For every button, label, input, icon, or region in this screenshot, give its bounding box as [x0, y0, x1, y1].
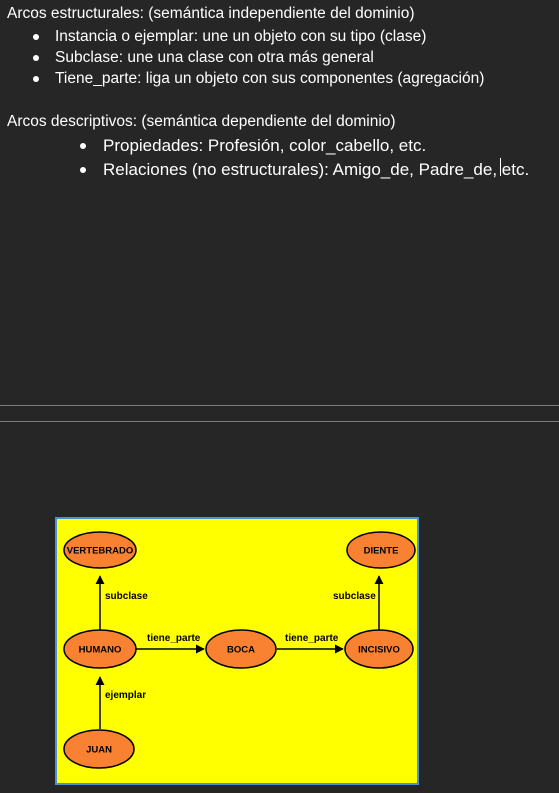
- node-juan: [63, 729, 135, 769]
- list-item: Relaciones (no estructurales): Amigo_de,…: [80, 159, 529, 183]
- bullet-icon: [33, 34, 39, 40]
- bullet-icon: [80, 167, 86, 173]
- list-item: Propiedades: Profesión, color_cabello, e…: [80, 135, 529, 159]
- node-humano: [63, 629, 137, 669]
- divider: [0, 421, 559, 422]
- node-boca-label: BOCA: [227, 645, 255, 656]
- subclase-right-label: subclase: [333, 591, 376, 602]
- semantic-network-diagram: subclase subclase tiene_parte tiene_part…: [55, 517, 419, 785]
- node-juan-label: JUAN: [86, 745, 112, 756]
- bullet-icon: [33, 76, 39, 82]
- divider: [0, 405, 559, 406]
- node-diente: [346, 531, 416, 569]
- structural-list: Instancia o ejemplar: une un objeto con …: [33, 27, 484, 90]
- structural-heading: Arcos estructurales: (semántica independ…: [7, 5, 415, 22]
- list-item: Instancia o ejemplar: une un objeto con …: [33, 27, 484, 48]
- node-vertebrado-label: VERTEBRADO: [67, 546, 134, 557]
- tiene-parte-label-2: tiene_parte: [285, 633, 339, 644]
- list-item: Tiene_parte: liga un objeto con sus comp…: [33, 69, 484, 90]
- tiene-parte-label-1: tiene_parte: [147, 633, 201, 644]
- node-incisivo-label: INCISIVO: [358, 645, 400, 656]
- subclase-left-label: subclase: [105, 591, 148, 602]
- list-item: Subclase: une una clase con otra más gen…: [33, 48, 484, 69]
- node-incisivo: [344, 629, 414, 669]
- node-boca: [205, 629, 277, 669]
- descriptive-list: Propiedades: Profesión, color_cabello, e…: [80, 135, 529, 183]
- bullet-icon: [33, 55, 39, 61]
- ejemplar-label: ejemplar: [105, 690, 146, 701]
- node-diente-label: DIENTE: [364, 546, 399, 557]
- descriptive-heading: Arcos descriptivos: (semántica dependien…: [7, 113, 396, 130]
- node-vertebrado: [63, 531, 137, 569]
- node-humano-label: HUMANO: [79, 645, 122, 656]
- text-cursor: [500, 158, 501, 176]
- bullet-icon: [80, 143, 86, 149]
